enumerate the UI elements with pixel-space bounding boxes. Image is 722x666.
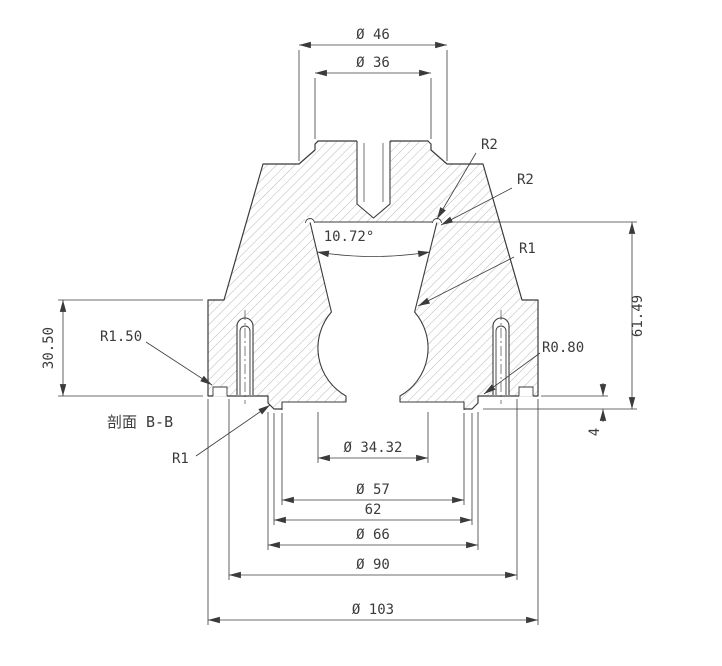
bore-outline [281, 221, 465, 410]
seal-groove-right-outline [518, 386, 534, 396]
radius-callout-r2-lower: R2 [517, 172, 534, 188]
dim-label-3432: Ø 34.32 [343, 440, 402, 456]
leader-r1-bore [417, 256, 515, 307]
leader-r1-spigot [195, 404, 271, 457]
dim-label-57: Ø 57 [356, 482, 390, 498]
radius-callout-r2-upper: R2 [481, 137, 498, 153]
leader-r150 [145, 341, 213, 386]
dowel-pin-left [239, 325, 251, 395]
dim-label-3050: 30.50 [41, 327, 57, 369]
dowel-pin-right [495, 325, 507, 395]
tap-hole-outline [356, 141, 391, 219]
seal-groove-left [213, 387, 227, 397]
dim-label-66: Ø 66 [356, 527, 390, 543]
dim-label-90: Ø 90 [356, 557, 390, 573]
relief-groove-left [305, 218, 315, 224]
leader-r2-upper [436, 152, 477, 220]
dimarc-taper-angle [316, 250, 431, 258]
radius-callout-r150: R1.50 [100, 329, 142, 345]
dim-label-4: 4 [587, 428, 603, 436]
tap-hole-void [357, 140, 390, 218]
dowel-hole-right [493, 318, 509, 396]
dim-label-62: 62 [365, 502, 382, 518]
dim-label-103: Ø 103 [352, 602, 394, 618]
relief-groove-left-fill [305, 217, 315, 223]
dim-label-6149: 61.49 [630, 295, 646, 337]
seal-groove-right [519, 387, 533, 397]
radius-callout-r080: R0.80 [542, 340, 584, 356]
dimension-labels: Ø 46 Ø 36 R2 R2 R1 10.72° 30.50 R1.50 剖面… [41, 27, 646, 618]
seal-groove-left-outline [212, 386, 228, 396]
dowel-hole-left [237, 318, 253, 396]
dim-label-dia46: Ø 46 [356, 27, 390, 43]
radius-callout-r1-bore: R1 [519, 241, 536, 257]
bore-void [282, 222, 464, 411]
leader-r080 [483, 352, 541, 395]
dim-label-dia36: Ø 36 [356, 55, 390, 71]
part-cross-section [207, 140, 539, 411]
radius-callout-r1-spigot: R1 [172, 451, 189, 467]
relief-groove-right-fill [432, 217, 442, 223]
leader-r2-lower [440, 187, 513, 226]
dimension-lines [58, 41, 637, 625]
dim-label-taper-angle: 10.72° [324, 229, 375, 245]
section-label: 剖面 B-B [107, 413, 173, 431]
